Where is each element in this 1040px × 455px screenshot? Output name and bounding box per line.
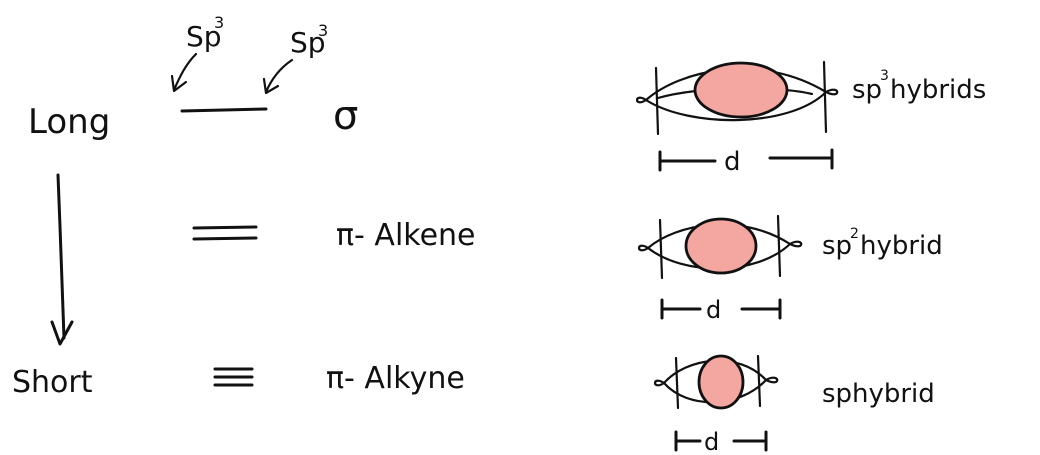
double-bond-line-2 — [192, 236, 258, 241]
double-bond-line-1 — [192, 225, 258, 230]
svg-text:3: 3 — [880, 68, 889, 84]
sp2-hybrid-label: sp 2 hybrid — [822, 226, 943, 261]
long-to-short-arrowhead — [50, 320, 74, 346]
sp3-hybrids-label: sp 3 hybrids — [852, 68, 986, 105]
sp2-distance-marker: d — [660, 296, 782, 324]
label-long: Long — [28, 102, 110, 142]
sp-orbital-overlap — [653, 354, 779, 410]
sp3-right-arrowhead — [262, 77, 280, 95]
long-to-short-arrow — [56, 173, 66, 340]
svg-text:d: d — [724, 147, 741, 177]
sp3-label-left: Sp 3 — [186, 13, 224, 53]
sp-hybrid-label: sp hybrid — [822, 379, 935, 409]
sp3-left-arrow — [172, 52, 198, 92]
svg-text:sp: sp — [822, 231, 852, 261]
sp3-label-right: Sp 3 — [290, 21, 328, 59]
label-pi-alkyne: π- Alkyne — [326, 361, 465, 396]
svg-text:Sp: Sp — [290, 26, 326, 59]
svg-text:Sp: Sp — [186, 20, 222, 53]
svg-text:sp: sp — [852, 75, 882, 105]
svg-text:2: 2 — [850, 226, 859, 242]
sp3-orbital-overlap — [635, 60, 839, 136]
single-bond — [180, 107, 268, 113]
svg-text:sp: sp — [822, 379, 852, 409]
label-pi-alkene: π- Alkene — [336, 218, 476, 253]
sp3-distance-marker: d — [658, 147, 834, 177]
svg-text:3: 3 — [318, 21, 328, 40]
sp-distance-marker: d — [674, 428, 768, 455]
svg-text:3: 3 — [214, 13, 224, 32]
svg-text:d: d — [706, 296, 721, 324]
label-short: Short — [12, 365, 93, 400]
svg-text:hybrids: hybrids — [890, 75, 986, 105]
sp2-orbital-overlap — [637, 214, 803, 280]
sp3-left-arrowhead — [170, 74, 188, 93]
svg-text:hybrid: hybrid — [852, 379, 935, 409]
svg-text:hybrid: hybrid — [860, 231, 943, 261]
svg-text:d: d — [704, 428, 719, 455]
sp3-right-arrow — [264, 58, 294, 94]
label-sigma: σ — [333, 93, 358, 139]
